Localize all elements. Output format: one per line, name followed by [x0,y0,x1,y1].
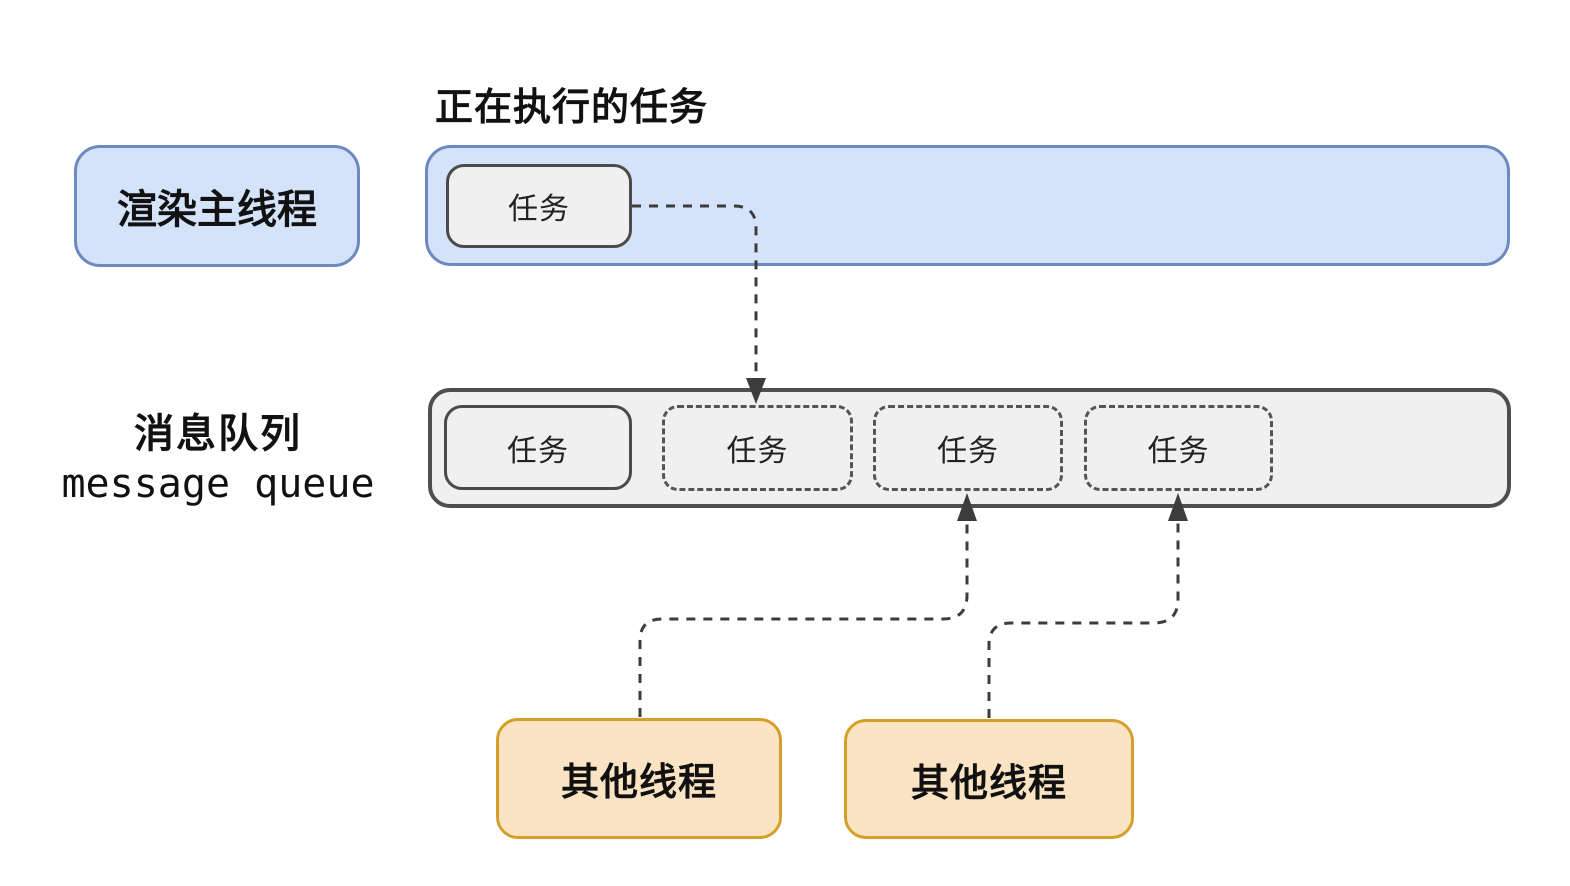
arrow-thread1-to-queue [638,521,969,717]
queue-label: 消息队列 message queue [40,410,396,510]
executing-task-box: 任务 [446,164,632,248]
other-thread-box-2: 其他线程 [844,719,1134,839]
queue-task-1-label: 任务 [507,433,569,469]
queue-task-1: 任务 [444,405,632,490]
render-main-thread-label: 渲染主线程 [117,187,317,233]
arrow-thread2-to-queue [987,521,1180,718]
executing-task-title: 正在执行的任务 [435,85,709,129]
queue-task-2: 任务 [662,405,853,491]
queue-task-2-label: 任务 [726,434,789,469]
executing-task-label: 任务 [508,192,570,227]
queue-task-4-label: 任务 [1147,434,1210,469]
other-thread-2-label: 其他线程 [910,760,1067,805]
queue-label-en: message queue [61,461,375,507]
other-thread-box-1: 其他线程 [496,718,782,839]
queue-task-3: 任务 [873,405,1063,491]
queue-task-4: 任务 [1084,405,1273,491]
queue-task-3-label: 任务 [937,434,999,469]
other-thread-1-label: 其他线程 [560,760,717,804]
render-main-thread-box: 渲染主线程 [74,145,360,267]
queue-label-zh: 消息队列 [134,411,302,457]
